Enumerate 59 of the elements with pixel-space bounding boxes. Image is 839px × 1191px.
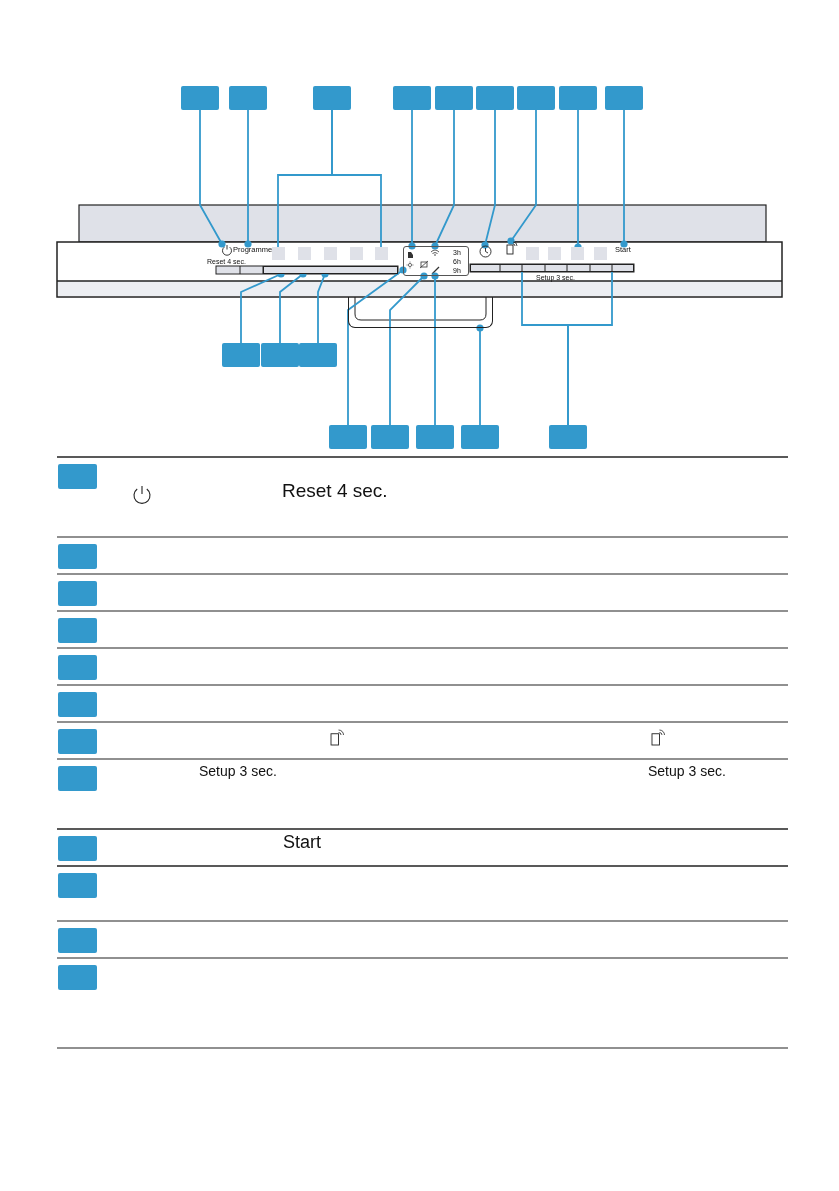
callout-box: [299, 343, 337, 367]
leader-line: [431, 272, 439, 426]
callout-box: [58, 873, 97, 898]
callout-box: [517, 86, 555, 110]
program-key: [375, 247, 388, 260]
leader-line: [431, 109, 455, 250]
callout-box: [559, 86, 597, 110]
callout-box: [58, 729, 97, 754]
table-text: Start: [283, 833, 321, 851]
callout-box: [222, 343, 260, 367]
program-key: [298, 247, 311, 260]
program-key: [324, 247, 337, 260]
program-key: [350, 247, 363, 260]
callout-box: [58, 544, 97, 569]
callout-box: [229, 86, 267, 110]
leader-line: [389, 272, 428, 426]
table-text: Reset 4 sec.: [282, 481, 388, 500]
leader-line: [347, 266, 407, 426]
display-frame: [403, 246, 469, 276]
callout-box: [416, 425, 454, 449]
program-key: [526, 247, 539, 260]
program-key: [548, 247, 561, 260]
callout-box: [261, 343, 299, 367]
callout-box: [476, 86, 514, 110]
program-key: [571, 247, 584, 260]
key-bar: [263, 266, 398, 274]
callout-box: [58, 692, 97, 717]
callout-box: [181, 86, 219, 110]
callout-box: [435, 86, 473, 110]
callout-box: [58, 766, 97, 791]
table-text: Setup 3 sec.: [648, 764, 726, 778]
callout-box: [58, 581, 97, 606]
callout-box: [58, 618, 97, 643]
callout-box: [58, 655, 97, 680]
leader-line: [331, 109, 382, 248]
callout-box: [549, 425, 587, 449]
leader-line: [567, 271, 613, 426]
key-bar: [470, 264, 634, 272]
leader-line: [476, 324, 484, 426]
callout-box: [58, 836, 97, 861]
callout-box: [329, 425, 367, 449]
handle-recess: [348, 297, 493, 328]
program-key: [594, 247, 607, 260]
leader-line: [408, 109, 416, 250]
callout-box: [58, 464, 97, 489]
callout-box: [58, 928, 97, 953]
callout-box: [461, 425, 499, 449]
program-key: [272, 247, 285, 260]
leader-line: [620, 109, 628, 248]
leader-line: [199, 109, 226, 248]
table-text: Setup 3 sec.: [199, 764, 277, 778]
leader-line: [481, 109, 496, 249]
leader-line: [507, 109, 537, 245]
callout-box: [313, 86, 351, 110]
callout-box: [371, 425, 409, 449]
leader-line: [244, 109, 252, 248]
callout-box: [393, 86, 431, 110]
callout-box: [605, 86, 643, 110]
callout-box: [58, 965, 97, 990]
